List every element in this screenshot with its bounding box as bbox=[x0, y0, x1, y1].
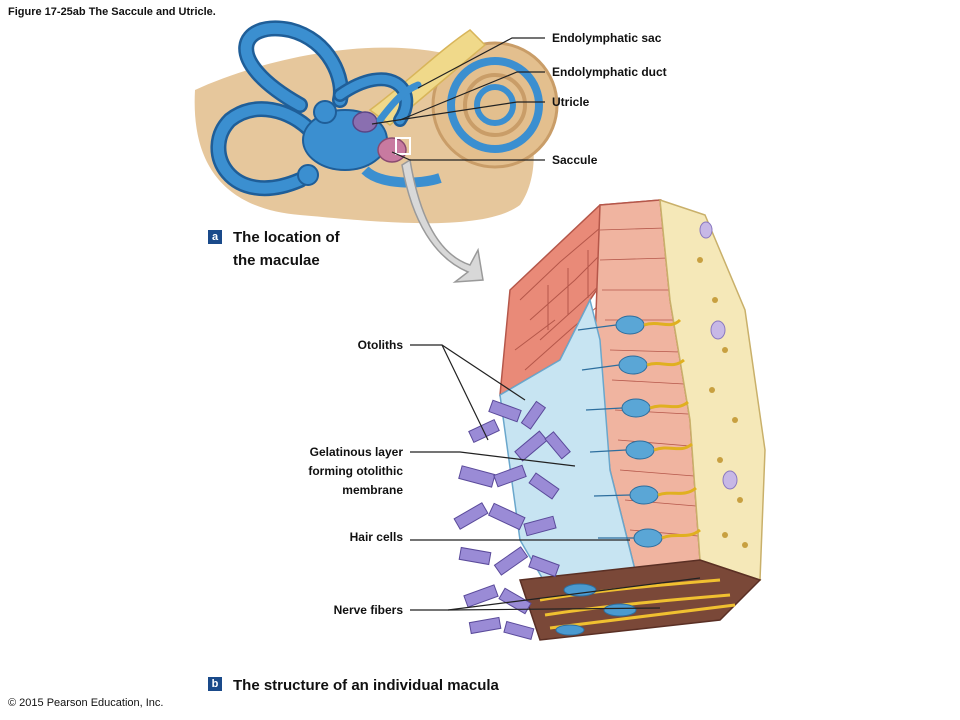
zoom-box bbox=[395, 137, 411, 155]
zoom-arrow bbox=[401, 158, 484, 283]
leader-lines-b bbox=[410, 344, 701, 611]
label-endolymphatic-sac: Endolymphatic sac bbox=[552, 31, 662, 45]
label-saccule: Saccule bbox=[552, 153, 598, 167]
copyright-notice: © 2015 Pearson Education, Inc. bbox=[8, 697, 164, 709]
label-nerve-fibers: Nerve fibers bbox=[333, 603, 403, 617]
label-utricle: Utricle bbox=[552, 95, 590, 109]
saccule-macula bbox=[377, 137, 407, 163]
label-endolymphatic-duct: Endolymphatic duct bbox=[552, 65, 667, 79]
label-hair-cells: Hair cells bbox=[349, 530, 403, 544]
label-gelatinous-line1: Gelatinous layer bbox=[309, 445, 403, 459]
panel-a-title-line1: The location of bbox=[233, 229, 340, 246]
inner-ear-diagram bbox=[194, 20, 559, 283]
semicircular-canals bbox=[210, 20, 414, 197]
label-otoliths: Otoliths bbox=[357, 338, 403, 352]
panel-b-title: The structure of an individual macula bbox=[233, 677, 499, 694]
utricle-macula bbox=[352, 111, 378, 133]
label-gelatinous-line3: membrane bbox=[342, 483, 403, 497]
figure-title: Figure 17-25ab The Saccule and Utricle. bbox=[8, 6, 216, 18]
leader-lines-a bbox=[371, 37, 545, 161]
macula-block bbox=[453, 198, 766, 641]
panel-b-badge: b bbox=[208, 677, 222, 691]
panel-a-badge: a bbox=[208, 230, 222, 244]
panel-a-title-line2: the maculae bbox=[233, 252, 320, 269]
label-gelatinous-line2: forming otolithic bbox=[308, 464, 403, 478]
